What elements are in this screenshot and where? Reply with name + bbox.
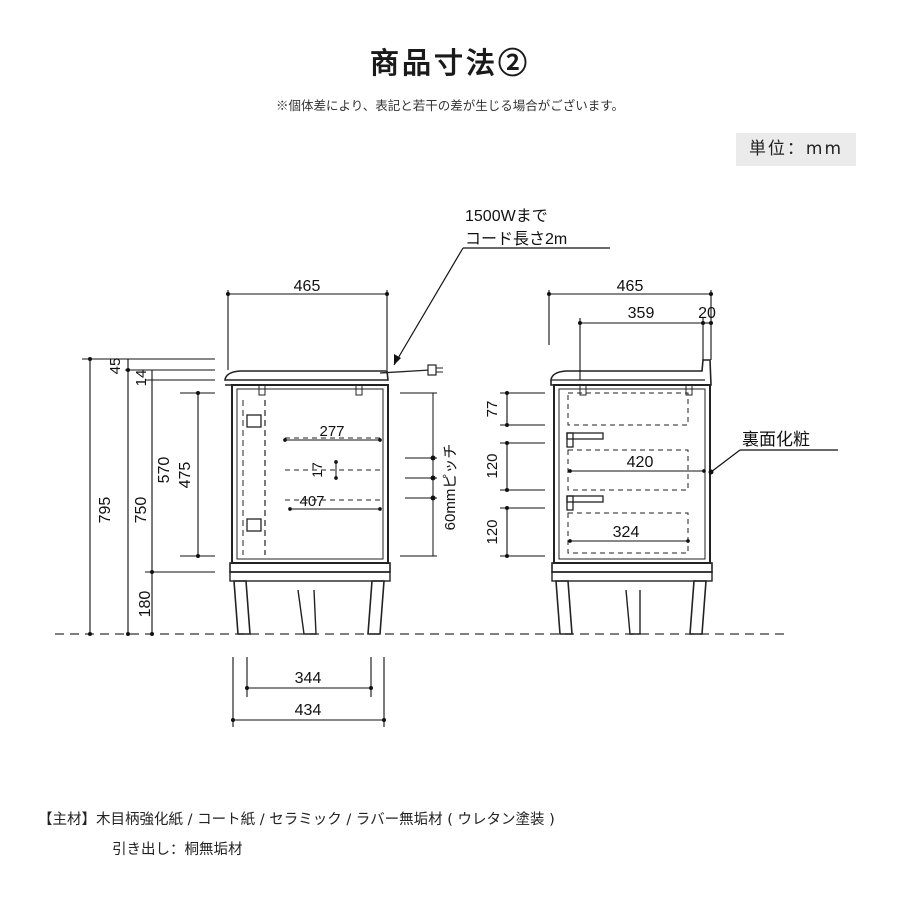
drawer-width-label: 420	[627, 454, 654, 471]
height-top-thickness-label: 14	[133, 370, 150, 387]
base-outer-label: 434	[295, 702, 322, 719]
cord-label-2: コード長さ2m	[465, 230, 567, 248]
height-legs-label: 180	[137, 591, 154, 618]
disclaimer-note: ※個体差により、表記と若干の差が生じる場合がございます。	[275, 98, 624, 113]
slot-gap-label: 17	[309, 462, 325, 478]
dim-drawer-width	[568, 469, 706, 543]
dim-side-top	[546, 290, 714, 380]
pitch-label: 60mmピッチ	[442, 444, 459, 531]
front-view	[224, 364, 443, 635]
height-cabinet-label: 570	[156, 457, 173, 484]
inner-width-label: 277	[319, 423, 344, 440]
side-edge-label: 20	[698, 305, 716, 322]
height-top-gap-label: 45	[107, 358, 124, 375]
dim-front-465	[225, 290, 390, 370]
drawer-top-label: 77	[484, 401, 501, 418]
height-body-label: 750	[133, 497, 150, 524]
side-width-label: 465	[617, 278, 644, 295]
materials-main: 【主材】木目柄強化紙 / コート紙 / セラミック / ラバー無垢材 ( ウレタ…	[38, 812, 555, 828]
front-width-label: 465	[294, 278, 321, 295]
dim-pitch	[400, 392, 437, 557]
materials-section: 【主材】木目柄強化紙 / コート紙 / セラミック / ラバー無垢材 ( ウレタ…	[38, 805, 555, 865]
side-view	[550, 359, 713, 635]
height-total-label: 795	[97, 497, 114, 524]
base-inner-label: 344	[295, 670, 322, 687]
page-title: 商品寸法②	[369, 46, 530, 80]
height-dimensions	[82, 356, 215, 637]
side-inner-label: 359	[628, 305, 655, 322]
cord-label-1: 1500Wまで	[465, 208, 548, 225]
dim-base	[230, 657, 387, 727]
height-door-label: 475	[177, 462, 194, 489]
inner-depth-label: 407	[299, 493, 324, 510]
drawer-mid-label: 120	[484, 453, 501, 478]
materials-drawer: 引き出し：桐無垢材	[112, 842, 243, 858]
drawer-bot-label: 120	[484, 519, 501, 544]
cord-callout: 1500Wまで コード長さ2m	[393, 208, 610, 366]
drawer-width-lower-label: 324	[613, 524, 640, 541]
dim-drawer-heights	[500, 390, 545, 559]
back-finish-label: 裏面化粧	[742, 429, 810, 449]
back-finish-callout: 裏面化粧	[708, 429, 838, 475]
unit-badge: 単位：mm	[736, 133, 856, 166]
